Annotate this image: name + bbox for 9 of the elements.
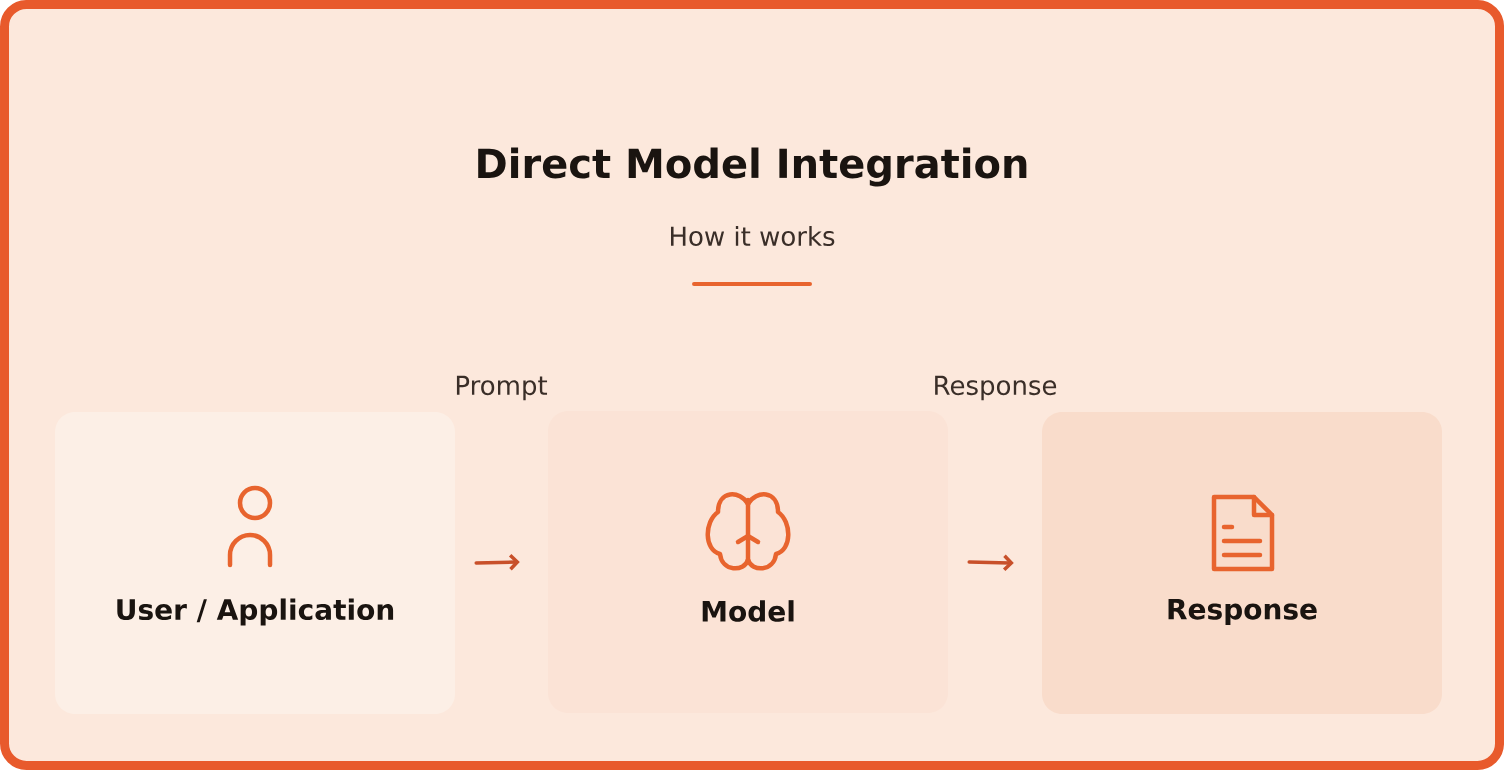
title: Direct Model Integration (478, 147, 1027, 187)
step-label: Response (935, 375, 1057, 401)
arrow (474, 553, 520, 571)
process-box: Model (548, 411, 948, 713)
subtitle: How it works (671, 225, 835, 247)
step-label: Prompt (456, 375, 548, 401)
process-box: User / Application (55, 412, 455, 714)
process-box: Response (1042, 412, 1442, 714)
arrow (967, 554, 1014, 572)
